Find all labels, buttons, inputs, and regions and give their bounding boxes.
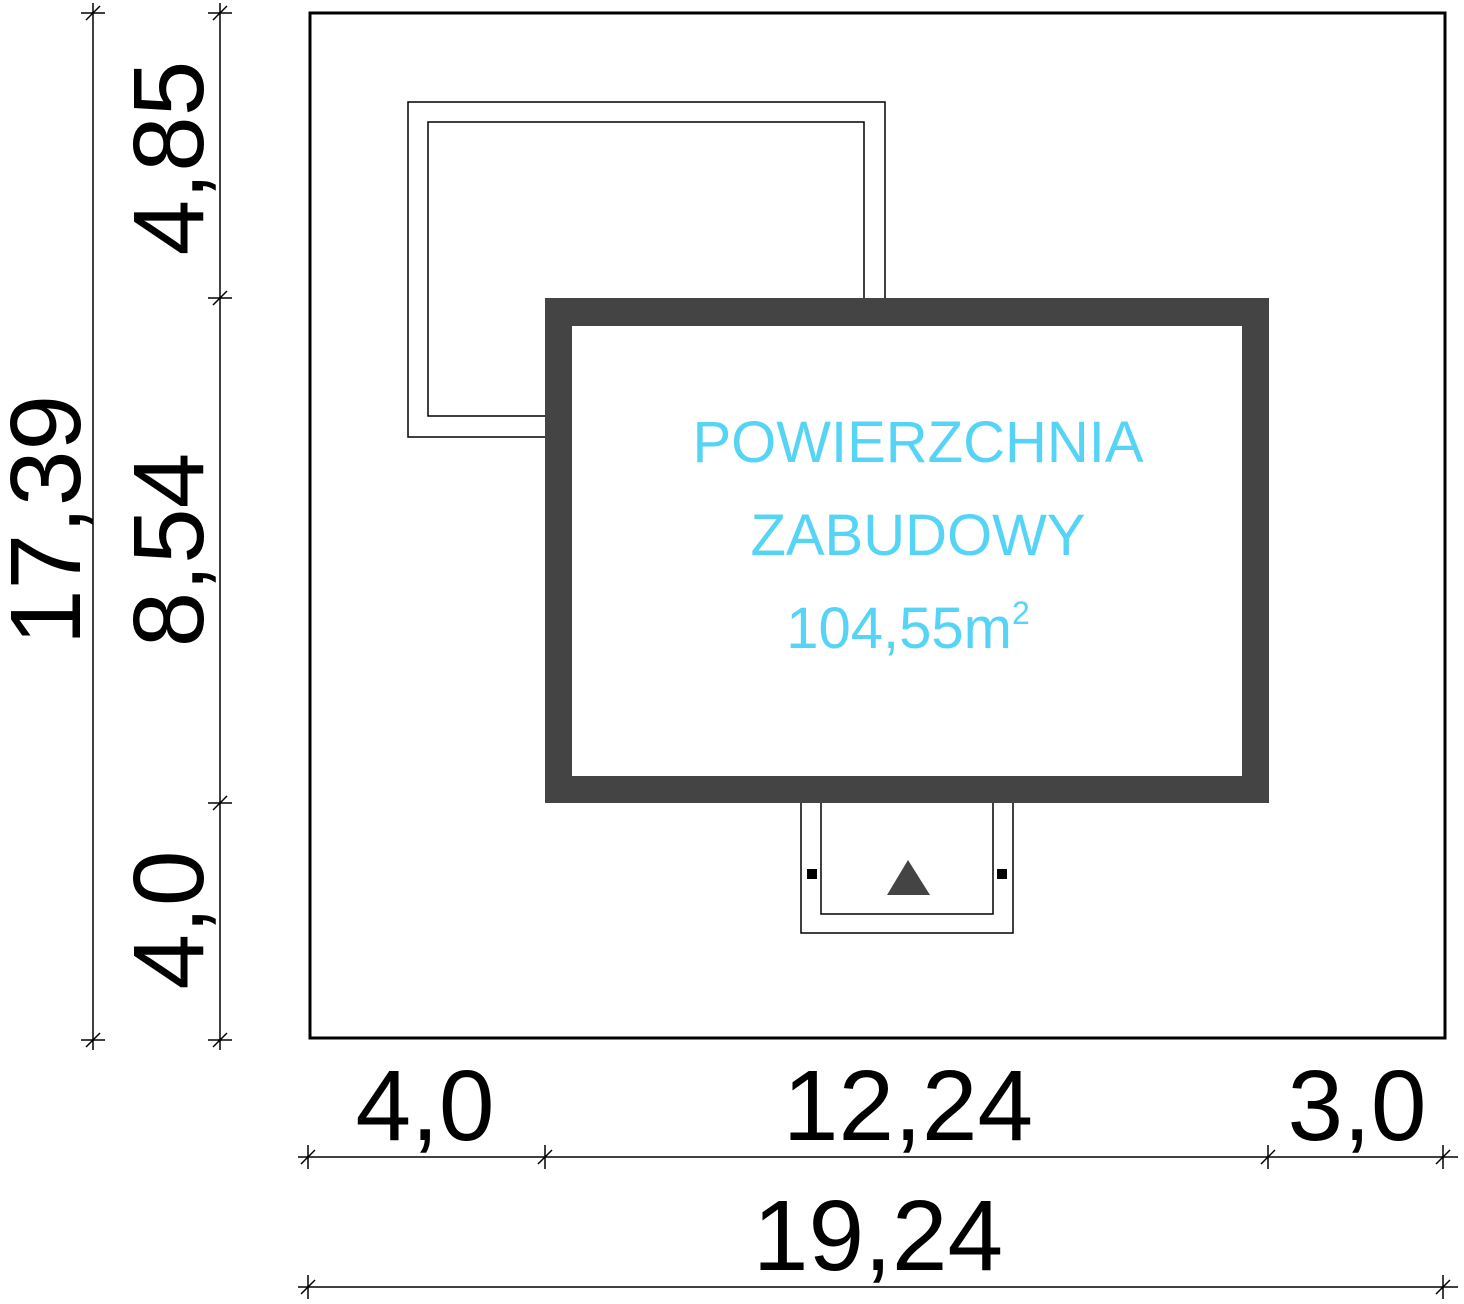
dimension-tick (1435, 1279, 1451, 1295)
dimension-tick (300, 1149, 316, 1165)
dimension-tick (85, 5, 101, 21)
dimension-bottom-middle: 12,24 (783, 1050, 1033, 1162)
entrance-porch (800, 789, 1014, 934)
dimension-left-top: 4,85 (113, 61, 225, 256)
dimension-tick (1435, 1149, 1451, 1165)
building-footprint (545, 298, 1269, 803)
dimension-tick (212, 795, 228, 811)
dimension-tick (300, 1279, 316, 1295)
plot-boundary (308, 11, 1447, 1040)
dimension-left-middle: 8,54 (113, 453, 225, 648)
dimension-tick (537, 1149, 553, 1165)
area-unit-superscript: 2 (1012, 595, 1030, 631)
area-number: 104,55m (786, 596, 1012, 661)
dimension-bottom-total: 19,24 (753, 1180, 1003, 1292)
dimension-tick (212, 1032, 228, 1048)
dimension-left-bottom: 4,0 (113, 850, 225, 989)
entrance-arrow-icon (887, 860, 930, 895)
post-marker (807, 869, 817, 879)
dimension-tick (85, 1032, 101, 1048)
dimension-bottom-right: 3,0 (1287, 1050, 1426, 1162)
dimension-tick (1260, 1149, 1276, 1165)
dimension-bottom-left: 4,0 (355, 1050, 494, 1162)
area-title-line2: ZABUDOWY (750, 503, 1085, 568)
dimension-left-total: 17,39 (0, 395, 102, 645)
post-marker (997, 869, 1007, 879)
dimension-tick (212, 290, 228, 306)
dimension-tick (212, 5, 228, 21)
area-title-line1: POWIERZCHNIA (692, 410, 1143, 475)
area-value: 104,55m2 (786, 595, 1030, 661)
dimension-lines (81, 3, 1458, 1299)
